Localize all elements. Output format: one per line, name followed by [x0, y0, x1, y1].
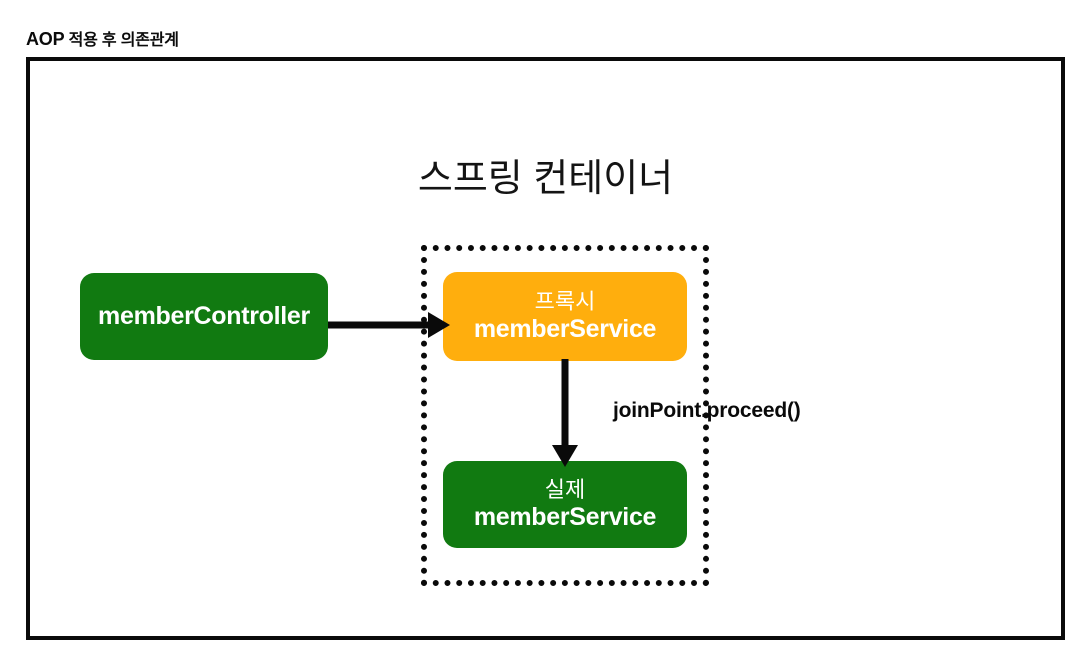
node-real-member-service-en-label: memberService [473, 502, 657, 531]
spring-container-title: 스프링 컨테이너 [417, 158, 674, 200]
node-member-controller-label: memberController [98, 302, 310, 330]
arrow-proxy-to-real-icon [552, 359, 578, 467]
node-proxy-member-service-ko-label: 프록시 [534, 289, 596, 315]
arrow-controller-to-proxy-icon [328, 312, 450, 338]
caption-latin-text: AOP [26, 29, 65, 49]
node-proxy-member-service[interactable]: 프록시 memberService [443, 272, 687, 361]
node-proxy-member-service-en-label: memberService [473, 314, 657, 343]
joinpoint-proceed-label: joinPoint.proceed() [613, 399, 801, 422]
node-member-controller[interactable]: memberController [80, 273, 328, 360]
node-real-member-service-ko-label: 실제 [544, 477, 586, 503]
spring-container-frame: 스프링 컨테이너 memberController 프록시 memberServ… [26, 57, 1065, 640]
caption-korean-text: 적용 후 의존관계 [64, 32, 179, 49]
proxy-boundary-dotted-box [421, 245, 709, 586]
node-real-member-service[interactable]: 실제 memberService [443, 461, 687, 548]
diagram-caption: AOP 적용 후 의존관계 [26, 26, 179, 50]
